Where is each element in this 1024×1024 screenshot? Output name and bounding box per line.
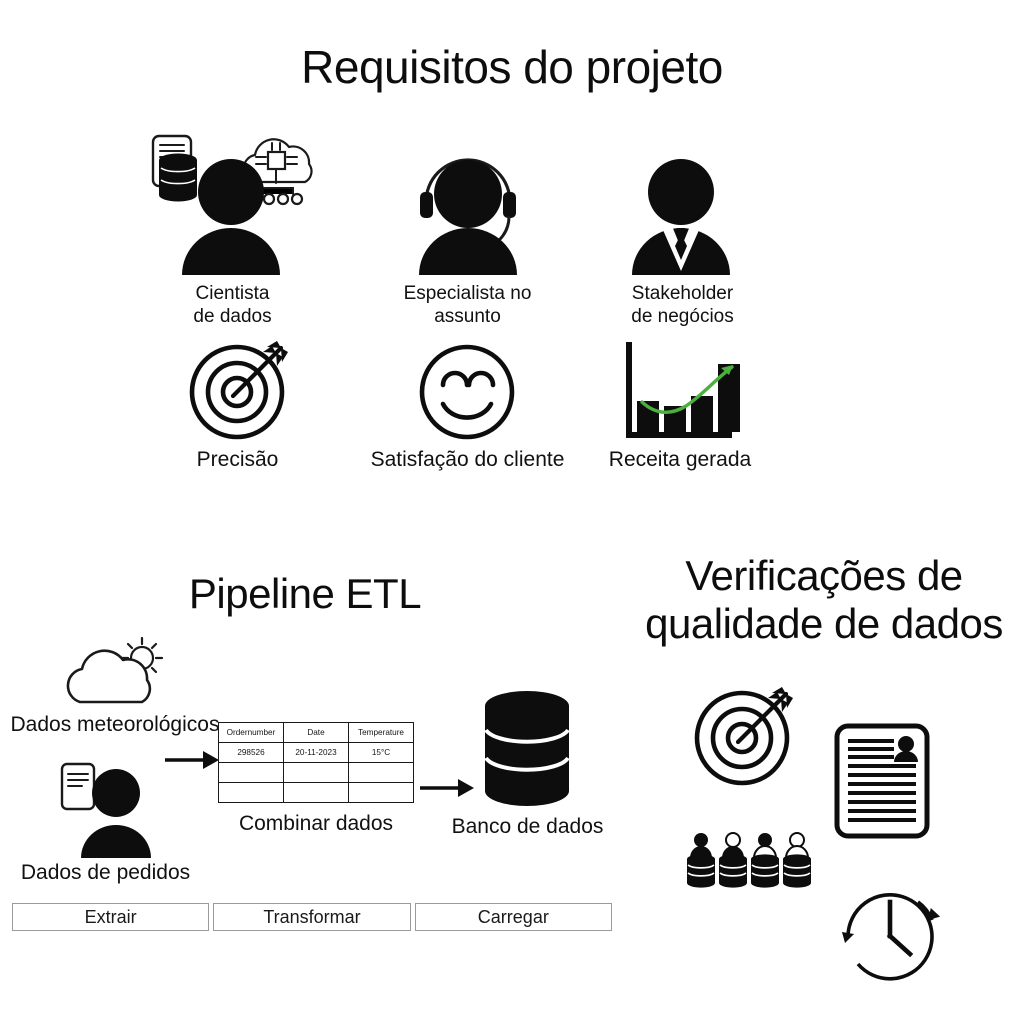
target-arrow-icon xyxy=(145,336,330,441)
cloud-sun-icon xyxy=(56,636,220,708)
table-header-row: Ordernumber Date Temperature xyxy=(218,722,414,743)
person-document-icon xyxy=(52,758,193,858)
stakeholder-business: Stakeholder de negócios xyxy=(585,130,780,329)
metric-label: Receita gerada xyxy=(608,448,752,471)
table-cell xyxy=(283,782,349,803)
table-cell xyxy=(348,762,414,783)
table-cell xyxy=(218,782,284,803)
etl-source-orders: Dados de pedidos xyxy=(18,758,193,885)
etl-stage-bar: Extrair Transformar Carregar xyxy=(12,903,612,931)
smiley-face-icon xyxy=(370,336,565,441)
table-cell xyxy=(218,762,284,783)
page-title: Requisitos do projeto xyxy=(301,41,723,93)
metric-label: Precisão xyxy=(196,448,279,471)
metric-customer-satisfaction: Satisfação do cliente xyxy=(370,336,565,472)
etl-transform-block: Ordernumber Date Temperature 298526 20-1… xyxy=(218,722,414,836)
etl-source-weather: Dados meteorológicos xyxy=(10,636,220,737)
subject-matter-expert-icon xyxy=(370,130,565,275)
database-cylinder-icon xyxy=(472,688,615,810)
etl-section-title: Pipeline ETL xyxy=(188,570,422,617)
metric-precision: Precisão xyxy=(145,336,330,472)
table-cell xyxy=(283,762,349,783)
stakeholder-data-scientist: Cientista de dados xyxy=(135,130,330,329)
column-header: Ordernumber xyxy=(218,722,284,743)
table-cell: 15°C xyxy=(348,742,414,763)
column-header: Temperature xyxy=(348,722,414,743)
quality-icon-clock xyxy=(830,874,950,994)
etl-source-label: Dados meteorológicos xyxy=(10,713,220,736)
document-profile-icon xyxy=(834,723,930,839)
table-row: 298526 20-11-2023 15°C xyxy=(218,742,414,763)
people-data-stack-icon xyxy=(687,832,811,888)
etl-transform-label: Combinar dados xyxy=(238,812,394,835)
etl-data-table: Ordernumber Date Temperature 298526 20-1… xyxy=(218,722,414,803)
quality-icon-people-data xyxy=(686,830,812,894)
etl-stage-extract[interactable]: Extrair xyxy=(12,903,210,931)
quality-icon-document xyxy=(832,722,932,840)
table-row xyxy=(218,762,414,783)
table-row xyxy=(218,782,414,803)
table-cell: 20-11-2023 xyxy=(283,742,349,763)
quality-section-title: Verificações de qualidade de dados xyxy=(645,552,1003,647)
business-stakeholder-icon xyxy=(585,130,780,275)
metric-revenue: Receita gerada xyxy=(585,336,775,472)
etl-stage-transform[interactable]: Transformar xyxy=(213,903,411,931)
etl-destination-label: Banco de dados xyxy=(451,815,604,838)
bar-chart-growth-icon xyxy=(585,336,775,441)
etl-arrow-extract xyxy=(165,748,220,772)
target-arrow-icon xyxy=(694,687,793,786)
etl-arrow-load xyxy=(420,776,475,800)
etl-destination-database: Banco de dados xyxy=(440,688,615,839)
stakeholder-label: Cientista de dados xyxy=(193,283,272,327)
etl-stage-load[interactable]: Carregar xyxy=(414,903,612,931)
stakeholder-label: Stakeholder de negócios xyxy=(631,283,734,327)
stakeholder-subject-matter-expert: Especialista no assunto xyxy=(370,130,565,329)
column-header: Date xyxy=(283,722,349,743)
data-scientist-icon xyxy=(135,130,330,275)
metric-label: Satisfação do cliente xyxy=(370,448,565,471)
table-cell: 298526 xyxy=(218,742,284,763)
etl-source-label: Dados de pedidos xyxy=(20,861,191,884)
clock-cycle-icon xyxy=(842,893,941,981)
quality-icon-target xyxy=(690,676,805,791)
table-cell xyxy=(348,782,414,803)
stakeholder-label: Especialista no assunto xyxy=(403,283,532,327)
